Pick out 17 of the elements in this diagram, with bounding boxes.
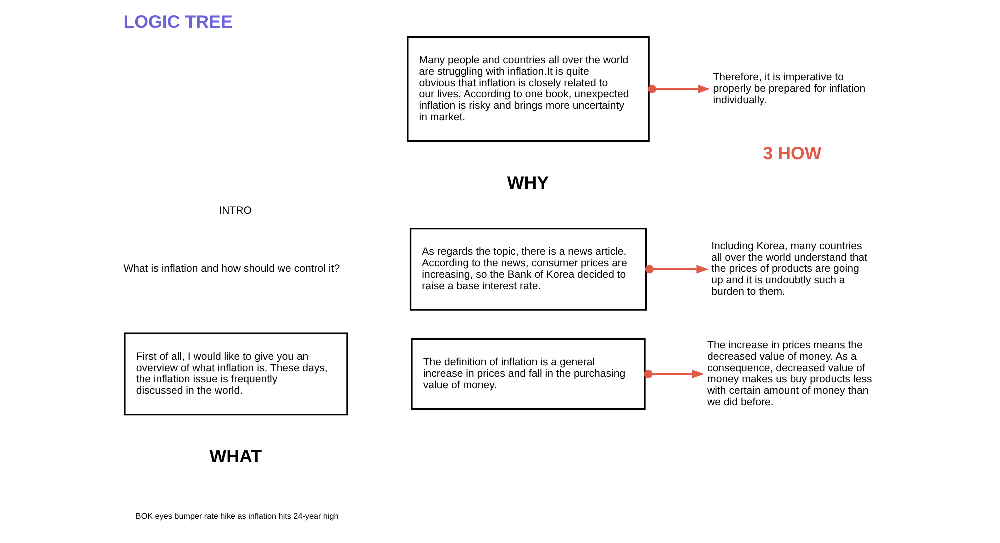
- node-box: As regards the topic, there is a news article. According to the news, consumer prices are increasing, so the Bank of Korea decided to raise a base interest rate.: [409, 228, 647, 311]
- node-text: Including Korea, many countries all over the world understand that the prices of products are going up and it is undoubtly such a burden to them.: [711, 240, 868, 298]
- label: BOK eyes bumper rate hike as inflation hits 24-year high: [135, 512, 338, 522]
- label: 3 HOW: [762, 144, 822, 164]
- arrow: [644, 265, 708, 274]
- label: WHAT: [209, 446, 262, 466]
- node-box: Many people and countries all over the world are struggling with inflation.It is quite obvious that inflation is closely related to our lives. According to one book, unexpected inflation is risky and brings more uncertainty in market.: [406, 36, 650, 142]
- arrow: [648, 84, 710, 94]
- node-text: The increase in prices means the decreased value of money. As a consequence, decreased value of money makes us buy products less with certain amount of money than we did before.: [707, 340, 872, 408]
- label: What is inflation and how should we control it?: [123, 263, 340, 276]
- label: INTRO: [218, 204, 252, 217]
- diagram-title: LOGIC TREE: [123, 12, 232, 32]
- node-box: The definition of inflation is a general increase in prices and fall in the purchasing value of money.: [410, 338, 646, 410]
- label: WHY: [506, 172, 549, 193]
- node-box: First of all, I would like to give you an overview of what inflation is. These days, the inflation issue is frequently discussed in the world.: [124, 332, 348, 416]
- arrow: [644, 370, 704, 378]
- node-text: Therefore, it is imperative to properly be prepared for inflation individually.: [712, 72, 866, 106]
